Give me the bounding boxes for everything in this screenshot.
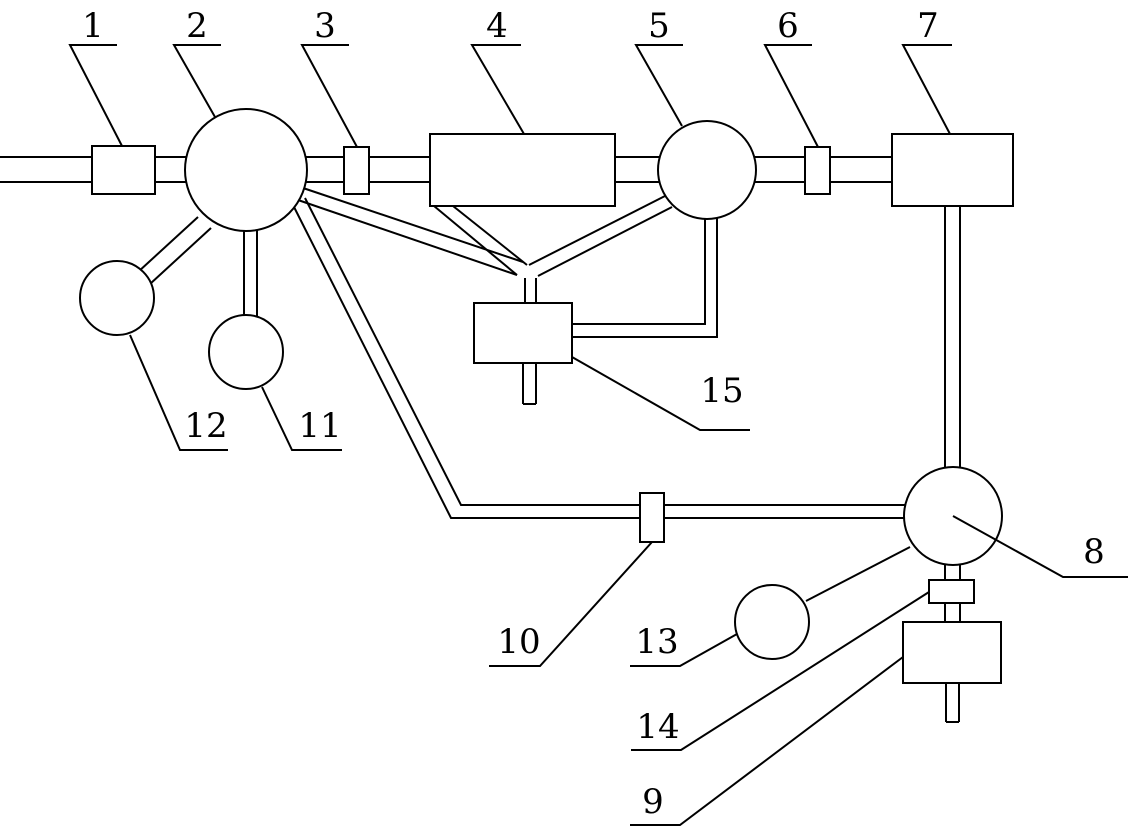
leader-2 — [172, 44, 221, 118]
pipe-8-14 — [944, 563, 961, 580]
leader-1 — [68, 44, 123, 147]
leader-13 — [630, 633, 738, 667]
components — [79, 108, 1014, 684]
pipe-1-2 — [155, 156, 186, 183]
component-4 — [429, 133, 616, 207]
leader-3 — [300, 44, 358, 148]
label-5: 5 — [648, 6, 670, 46]
pipe-7-8 — [944, 206, 961, 470]
pipe-9-outlet — [945, 683, 960, 723]
label-7: 7 — [917, 6, 939, 46]
pipe-4-5 — [615, 156, 659, 183]
pipe-14-9 — [944, 603, 961, 622]
label-3: 3 — [314, 6, 336, 46]
labels: 1 2 3 4 5 6 7 8 9 10 11 12 13 14 15 — [82, 6, 1105, 822]
label-14: 14 — [636, 707, 679, 747]
label-12: 12 — [184, 406, 227, 446]
leader-6 — [763, 44, 819, 148]
component-1 — [91, 145, 156, 195]
component-5 — [657, 120, 757, 220]
leader-5 — [634, 44, 683, 127]
label-6: 6 — [777, 6, 799, 46]
leader-8 — [952, 515, 1128, 578]
component-11 — [208, 314, 284, 390]
pipe-2-11 — [243, 229, 258, 318]
pipe-2-12 — [137, 216, 212, 285]
leader-7 — [901, 44, 952, 135]
pipe-2-10-8 — [291, 197, 905, 519]
leader-11 — [261, 386, 342, 451]
component-9 — [902, 621, 1002, 684]
component-14 — [928, 579, 975, 604]
pipe-2-3 — [306, 156, 344, 183]
label-15: 15 — [700, 371, 743, 411]
label-13: 13 — [635, 622, 678, 662]
leader-12 — [129, 334, 228, 451]
label-9: 9 — [642, 782, 664, 822]
label-8: 8 — [1083, 532, 1105, 572]
label-11: 11 — [298, 406, 341, 446]
label-10: 10 — [497, 622, 540, 662]
label-4: 4 — [486, 6, 508, 46]
pipe-5-15 — [528, 195, 673, 277]
leader-10 — [489, 541, 653, 667]
leader-4 — [470, 44, 525, 135]
pipe-8-13 — [805, 546, 911, 602]
component-13 — [734, 584, 810, 660]
pipe-junction-15 — [524, 278, 537, 303]
component-2 — [184, 108, 308, 232]
pipe-5-6 — [755, 156, 805, 183]
label-2: 2 — [186, 6, 208, 46]
component-12 — [79, 260, 155, 336]
pipe-15-outlet — [522, 363, 537, 405]
leader-14 — [631, 591, 930, 751]
component-3 — [343, 146, 370, 195]
pipe-6-7 — [830, 156, 892, 183]
pipe-3-4 — [369, 156, 430, 183]
pipe-5-15-return — [572, 215, 718, 338]
component-6 — [804, 146, 831, 195]
pipe-inlet — [0, 156, 92, 183]
leaders — [68, 44, 1128, 826]
leader-9 — [630, 656, 904, 826]
pipe-4-15 — [433, 205, 528, 276]
component-10 — [639, 492, 665, 543]
label-1: 1 — [82, 6, 104, 46]
component-15 — [473, 302, 573, 364]
pipes — [0, 156, 961, 723]
component-7 — [891, 133, 1014, 207]
leader-15 — [571, 356, 750, 431]
